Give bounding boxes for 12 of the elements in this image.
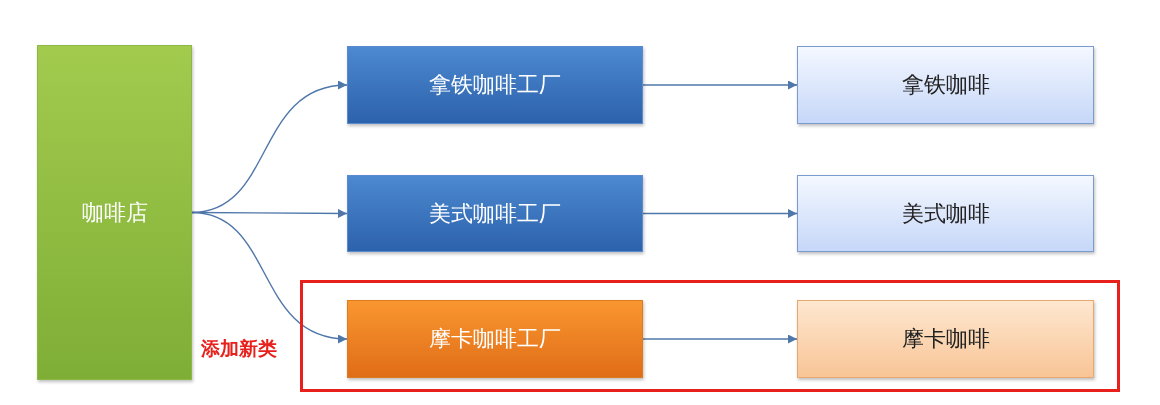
annotation-label: 添加新类: [201, 336, 277, 361]
arrow: [642, 80, 798, 90]
factory-box: 美式咖啡工厂: [347, 175, 643, 252]
product-box: 美式咖啡: [797, 175, 1094, 252]
store-box: 咖啡店: [37, 45, 192, 380]
arrow: [642, 334, 798, 344]
product-box: 摩卡咖啡: [797, 300, 1094, 378]
arrow: [642, 209, 798, 218]
arrow: [191, 211, 348, 343]
product-box: 拿铁咖啡: [797, 46, 1094, 124]
factory-box: 摩卡咖啡工厂: [347, 300, 643, 378]
factory-box: 拿铁咖啡工厂: [347, 46, 643, 124]
